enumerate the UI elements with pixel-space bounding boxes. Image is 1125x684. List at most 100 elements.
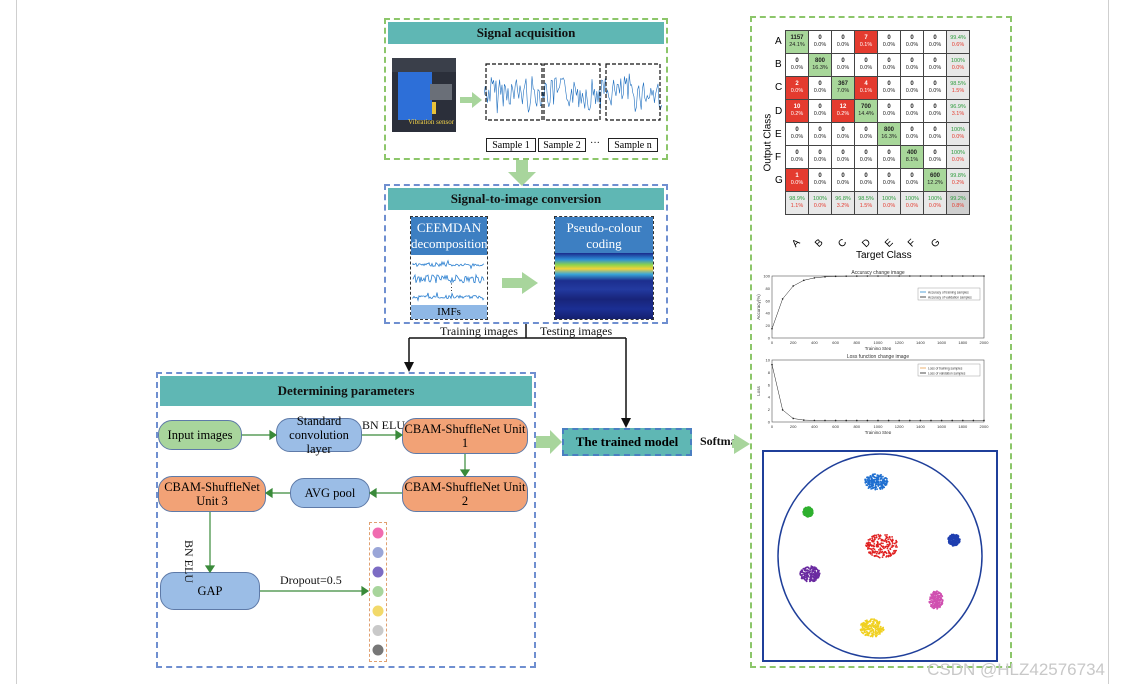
- arrow-to-trained-model: [536, 430, 562, 454]
- row-summary-cell: 100%0.0%: [946, 53, 970, 77]
- loss-chart: Loss function change image 0 200 400 600 800 1…: [756, 354, 990, 434]
- col-summary-cell: 100%0.0%: [877, 191, 901, 215]
- arrow-photo-to-signal: [460, 92, 482, 108]
- results-panel: [750, 16, 1012, 668]
- x-tick-label: 1400: [916, 340, 926, 345]
- neuron-dot: [372, 625, 384, 636]
- row-summary-cell: 96.9%3.1%: [946, 99, 970, 123]
- parameters-panel: Determining parameters: [156, 372, 536, 668]
- x-tick-label: 200: [790, 424, 797, 429]
- y-tick-label: 100: [763, 274, 770, 279]
- x-tick-label: 1000: [874, 340, 884, 345]
- row-summary-cell: 99.4%0.6%: [946, 30, 970, 54]
- x-tick-label: 2000: [980, 424, 990, 429]
- x-tick-label: 1800: [958, 424, 968, 429]
- pseudo-colour-header: Pseudo-colour coding: [555, 217, 653, 253]
- x-tick-label: 600: [832, 424, 839, 429]
- tsne-cluster: [802, 506, 814, 518]
- x-tick-label: 1400: [916, 424, 926, 429]
- y-tick-label: 4: [768, 395, 771, 400]
- x-tick-label: 2000: [980, 340, 990, 345]
- x-tick-label: 800: [853, 340, 860, 345]
- y-tick-label: 8: [768, 370, 771, 375]
- vibration-signal: [484, 63, 662, 121]
- training-images-label: Training images: [440, 324, 518, 338]
- neuron-dot: [372, 547, 384, 558]
- col-summary-cell: 100%0.0%: [900, 191, 924, 215]
- row-class-label: D: [775, 105, 783, 117]
- figure-frame: [16, 0, 1109, 684]
- chart-title: Loss function change image: [847, 354, 909, 360]
- standard-conv-node: Standard convolution layer: [276, 414, 362, 456]
- series-line-validation: [771, 275, 984, 329]
- signal-acquisition-panel: Signal acquisition Vibration sensor Samp…: [384, 18, 668, 160]
- imfs-label: IMFs: [411, 305, 487, 319]
- row-class-label: G: [775, 175, 783, 187]
- row-class-label: F: [775, 152, 782, 163]
- y-axis-label: Loss: [756, 386, 761, 396]
- cbam-unit-3-node: CBAM-ShuffleNet Unit 3: [158, 476, 266, 512]
- y-tick-label: 20: [766, 323, 771, 328]
- y-tick-label: 0: [768, 420, 771, 425]
- tsne-circle: [777, 453, 983, 659]
- x-axis-label: Training Step: [865, 346, 892, 350]
- gap-node: GAP: [160, 572, 260, 610]
- input-images-node: Input images: [158, 420, 242, 450]
- pseudo-colour-box: Pseudo-colour coding: [554, 216, 654, 320]
- x-tick-label: 400: [811, 424, 818, 429]
- x-tick-label: 1800: [958, 340, 968, 345]
- x-tick-label: 800: [853, 424, 860, 429]
- cbam-unit-2-node: CBAM-ShuffleNet Unit 2: [402, 476, 528, 512]
- row-class-label: C: [775, 82, 783, 94]
- x-tick-label: 0: [771, 340, 774, 345]
- tsne-cluster: [928, 590, 944, 610]
- conversion-title: Signal-to-image conversion: [388, 188, 664, 210]
- y-tick-label: 6: [768, 382, 771, 387]
- chart-title: Accuracy change image: [851, 270, 905, 276]
- neuron-dot: [372, 586, 384, 597]
- signal-acquisition-title: Signal acquisition: [388, 22, 664, 44]
- row-summary-cell: 99.8%0.2%: [946, 168, 970, 192]
- col-summary-cell: 99.2%0.8%: [946, 191, 970, 215]
- neuron-dot: [372, 527, 384, 539]
- ceemdan-header: CEEMDAN decomposition: [411, 217, 488, 255]
- legend-entry: Accuracy of training samples: [928, 291, 969, 295]
- row-summary-cell: 98.5%1.5%: [946, 76, 970, 100]
- col-summary-cell: 100%0.0%: [808, 191, 832, 215]
- arrow-acq-to-conv: [508, 160, 536, 186]
- x-tick-label: 1200: [895, 424, 905, 429]
- x-tick-label: 600: [832, 340, 839, 345]
- conversion-panel: Signal-to-image conversion CEEMDAN decom…: [384, 184, 668, 324]
- ceemdan-box: CEEMDAN decomposition ⋮ IMFs: [410, 216, 488, 320]
